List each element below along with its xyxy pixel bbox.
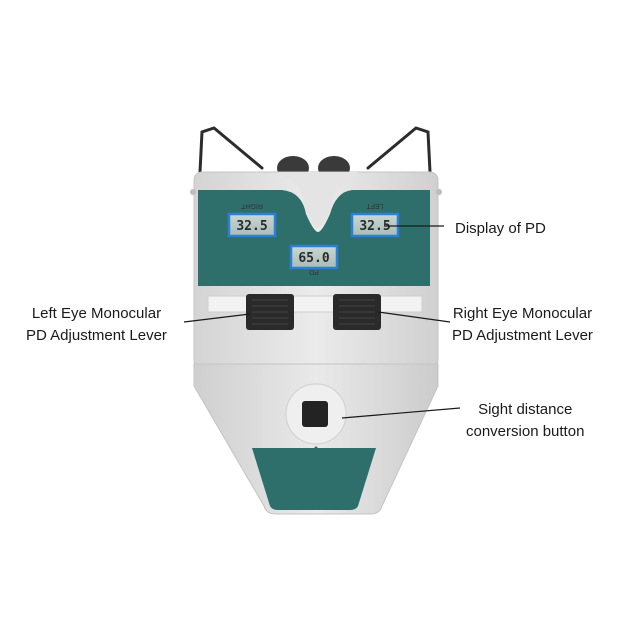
sight-distance-button[interactable] (302, 401, 328, 427)
label-sight-distance-button: Sight distance conversion button (466, 399, 584, 443)
lcd-right-caption: RIGHT (240, 202, 263, 209)
right-pd-lever[interactable] (333, 294, 381, 330)
nose-bridge-cutout (278, 172, 358, 228)
lcd-pd-display: 65.0 (289, 244, 339, 270)
left-wire-arm (198, 126, 264, 174)
pointer-line-right-lever (377, 311, 451, 323)
label-left-line-1: Left Eye Monocular (31, 305, 162, 322)
right-wire-arm (366, 126, 432, 174)
left-pd-lever[interactable] (246, 294, 294, 330)
lcd-pd-caption: PD (309, 268, 319, 275)
pointer-line-sight-button (341, 407, 461, 419)
lcd-left-caption: LEFT (366, 202, 384, 209)
label-display-of-pd: Display of PD (455, 220, 546, 237)
label-left-line-2: PD Adjustment Lever (26, 327, 167, 344)
lcd-right-display: 32.5 (227, 212, 277, 238)
lcd-left-display: 32.5 (350, 212, 400, 238)
label-right-eye-lever: Right Eye Monocular PD Adjustment Lever (452, 303, 593, 347)
label-left-eye-lever: Left Eye Monocular PD Adjustment Lever (26, 303, 167, 347)
lcd-right-value: 32.5 (236, 219, 267, 234)
label-right-line-1: Right Eye Monocular (452, 305, 593, 322)
right-side-pin (436, 189, 442, 195)
bottom-teal-pad (252, 448, 376, 510)
pointer-line-left-lever (183, 313, 251, 323)
label-sight-line-2: conversion button (466, 423, 585, 440)
label-right-line-2: PD Adjustment Lever (452, 327, 593, 344)
left-side-pin (190, 189, 196, 195)
lcd-left-value: 32.5 (359, 219, 390, 234)
lever-slot-track (207, 295, 423, 313)
label-sight-line-1: Sight distance (478, 401, 573, 418)
lcd-pd-value: 65.0 (298, 251, 329, 266)
